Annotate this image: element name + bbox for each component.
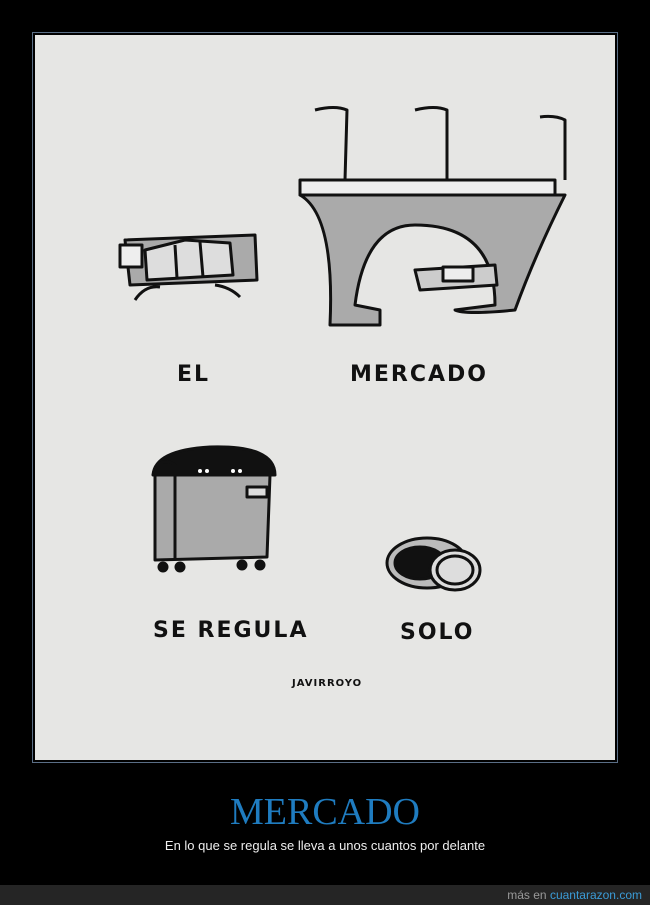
artist-signature: JAVIRROYO	[292, 678, 363, 689]
footer-bar: más en cuantarazon.com	[0, 885, 650, 905]
manhole-drawing	[385, 536, 482, 592]
comic-image: EL MERCADO SE REGULA SOLO JAVIRROYO	[35, 35, 615, 760]
site-link[interactable]: cuantarazon.com	[549, 888, 642, 902]
bench-sleeper-drawing	[118, 233, 259, 301]
label-mercado: MERCADO	[350, 362, 488, 387]
caption-title: MERCADO	[229, 791, 421, 833]
image-frame	[32, 32, 618, 763]
caption-subtitle: En lo que se regula se lleva a unos cuan…	[164, 838, 486, 853]
label-se-regula: SE REGULA	[153, 618, 309, 643]
footer-prefix: más en	[507, 888, 547, 902]
label-solo: SOLO	[400, 620, 475, 645]
trash-container-drawing	[151, 445, 277, 573]
comic-drawings	[118, 106, 567, 592]
bridge-drawing	[298, 106, 567, 327]
footer-text: más en cuantarazon.com	[507, 888, 642, 902]
label-el: EL	[177, 362, 211, 387]
